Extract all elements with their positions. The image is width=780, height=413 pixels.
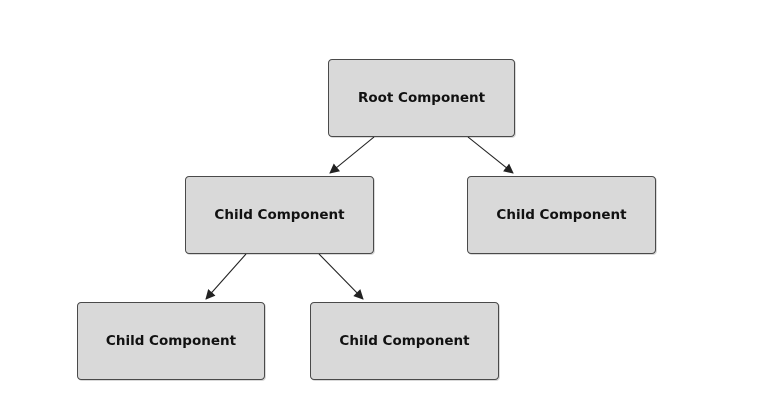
- root-component-label: Root Component: [357, 90, 486, 106]
- child-component-node-4: Child Component: [310, 302, 499, 380]
- edge-child-1-to-child-4: [318, 253, 364, 300]
- child-component-label-4: Child Component: [339, 333, 470, 349]
- edge-root-to-child-2: [467, 136, 514, 174]
- child-component-label-1: Child Component: [214, 207, 345, 223]
- child-component-node-2: Child Component: [467, 176, 656, 254]
- child-component-node-1: Child Component: [185, 176, 374, 254]
- child-component-label-3: Child Component: [105, 333, 237, 349]
- child-component-node-3: Child Component: [77, 302, 265, 380]
- root-component-node: Root Component: [328, 59, 515, 137]
- edge-child-1-to-child-3: [205, 253, 247, 300]
- child-component-label-2: Child Component: [496, 207, 627, 223]
- edge-root-to-child-1: [329, 136, 375, 174]
